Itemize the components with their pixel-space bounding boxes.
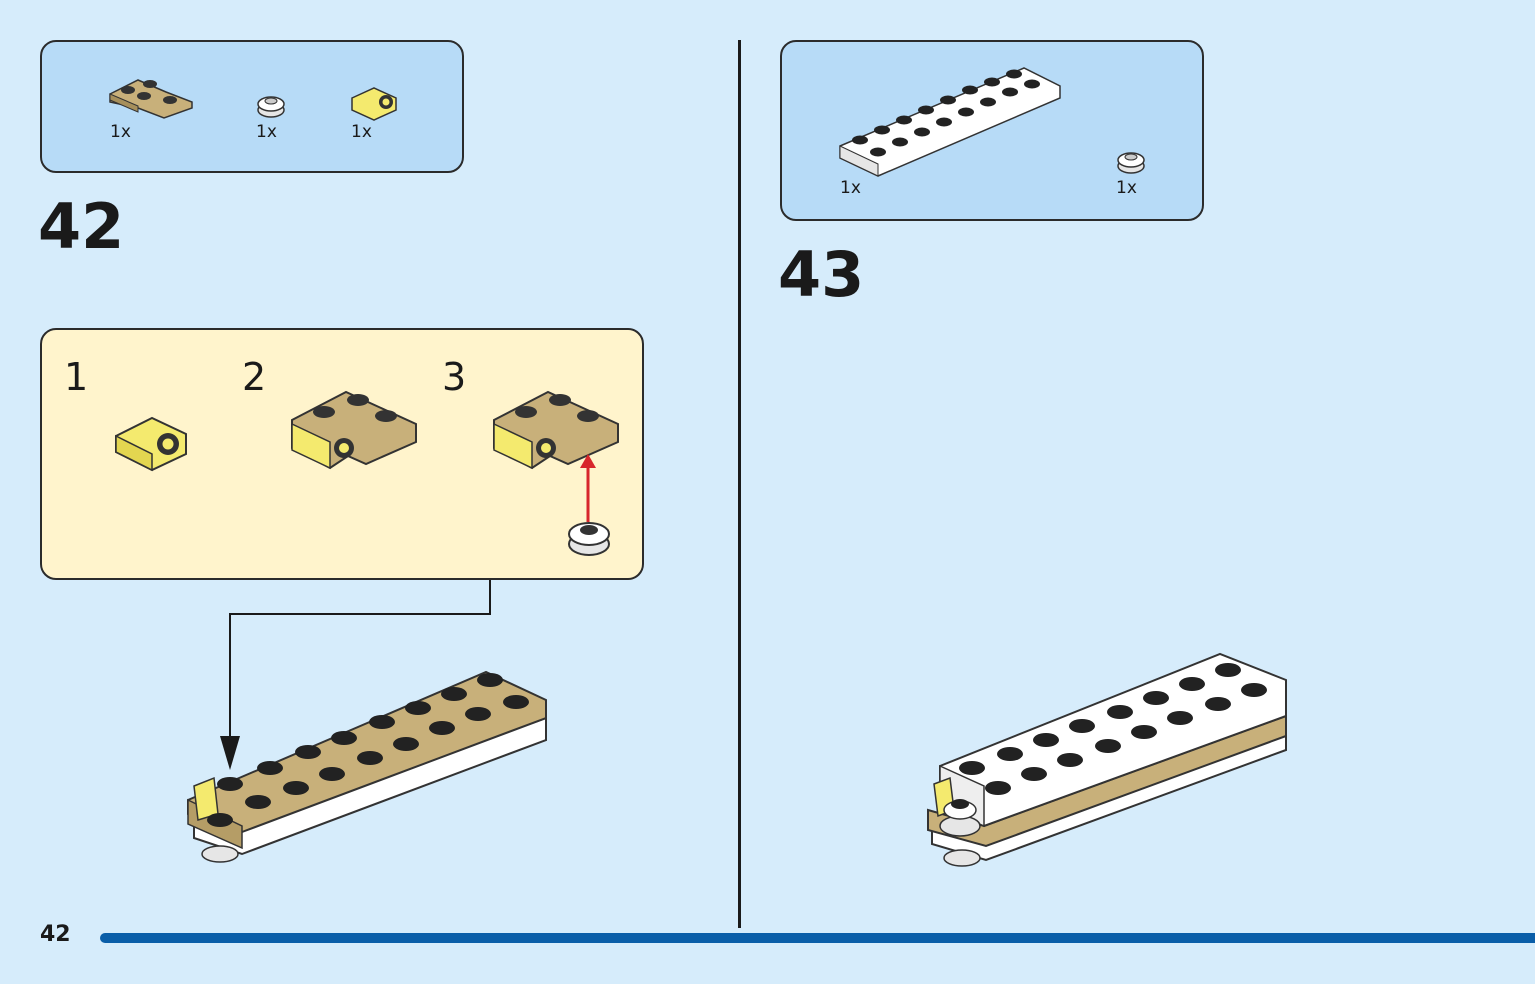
tan-corner-plate-icon bbox=[109, 79, 193, 119]
step-number: 43 bbox=[778, 238, 865, 311]
yellow-bracket-icon bbox=[351, 87, 397, 121]
step-43-model-illustration bbox=[927, 652, 1287, 867]
step-42-parts-box: 1x 1x 1x bbox=[40, 40, 464, 173]
step-42-model-illustration bbox=[187, 670, 547, 863]
white-round-plate-icon bbox=[257, 96, 285, 118]
footer-bar bbox=[100, 933, 1535, 943]
part-qty: 1x bbox=[256, 122, 277, 142]
substep-number: 2 bbox=[242, 355, 267, 399]
tan-corner-plate-with-bracket bbox=[493, 390, 619, 470]
part-qty: 1x bbox=[351, 122, 372, 142]
part-qty: 1x bbox=[840, 178, 861, 198]
red-arrow-icon bbox=[580, 454, 596, 522]
page-divider bbox=[738, 40, 741, 928]
tan-corner-plate-with-bracket bbox=[291, 390, 417, 470]
part-qty: 1x bbox=[110, 122, 131, 142]
step-43-parts-box: 1x 1x bbox=[780, 40, 1204, 221]
substep-callout: 1 2 3 bbox=[40, 328, 644, 580]
white-round-plate-icon bbox=[568, 522, 610, 556]
white-plate-2x10-icon bbox=[839, 67, 1061, 177]
callout-connector-arrow bbox=[220, 580, 491, 770]
step-number: 42 bbox=[38, 190, 125, 263]
substep-number: 1 bbox=[64, 355, 89, 399]
substep-number: 3 bbox=[442, 355, 467, 399]
white-round-plate-icon bbox=[1117, 152, 1145, 174]
page-number: 42 bbox=[40, 922, 71, 947]
yellow-bracket-illustration bbox=[115, 416, 187, 472]
part-qty: 1x bbox=[1116, 178, 1137, 198]
